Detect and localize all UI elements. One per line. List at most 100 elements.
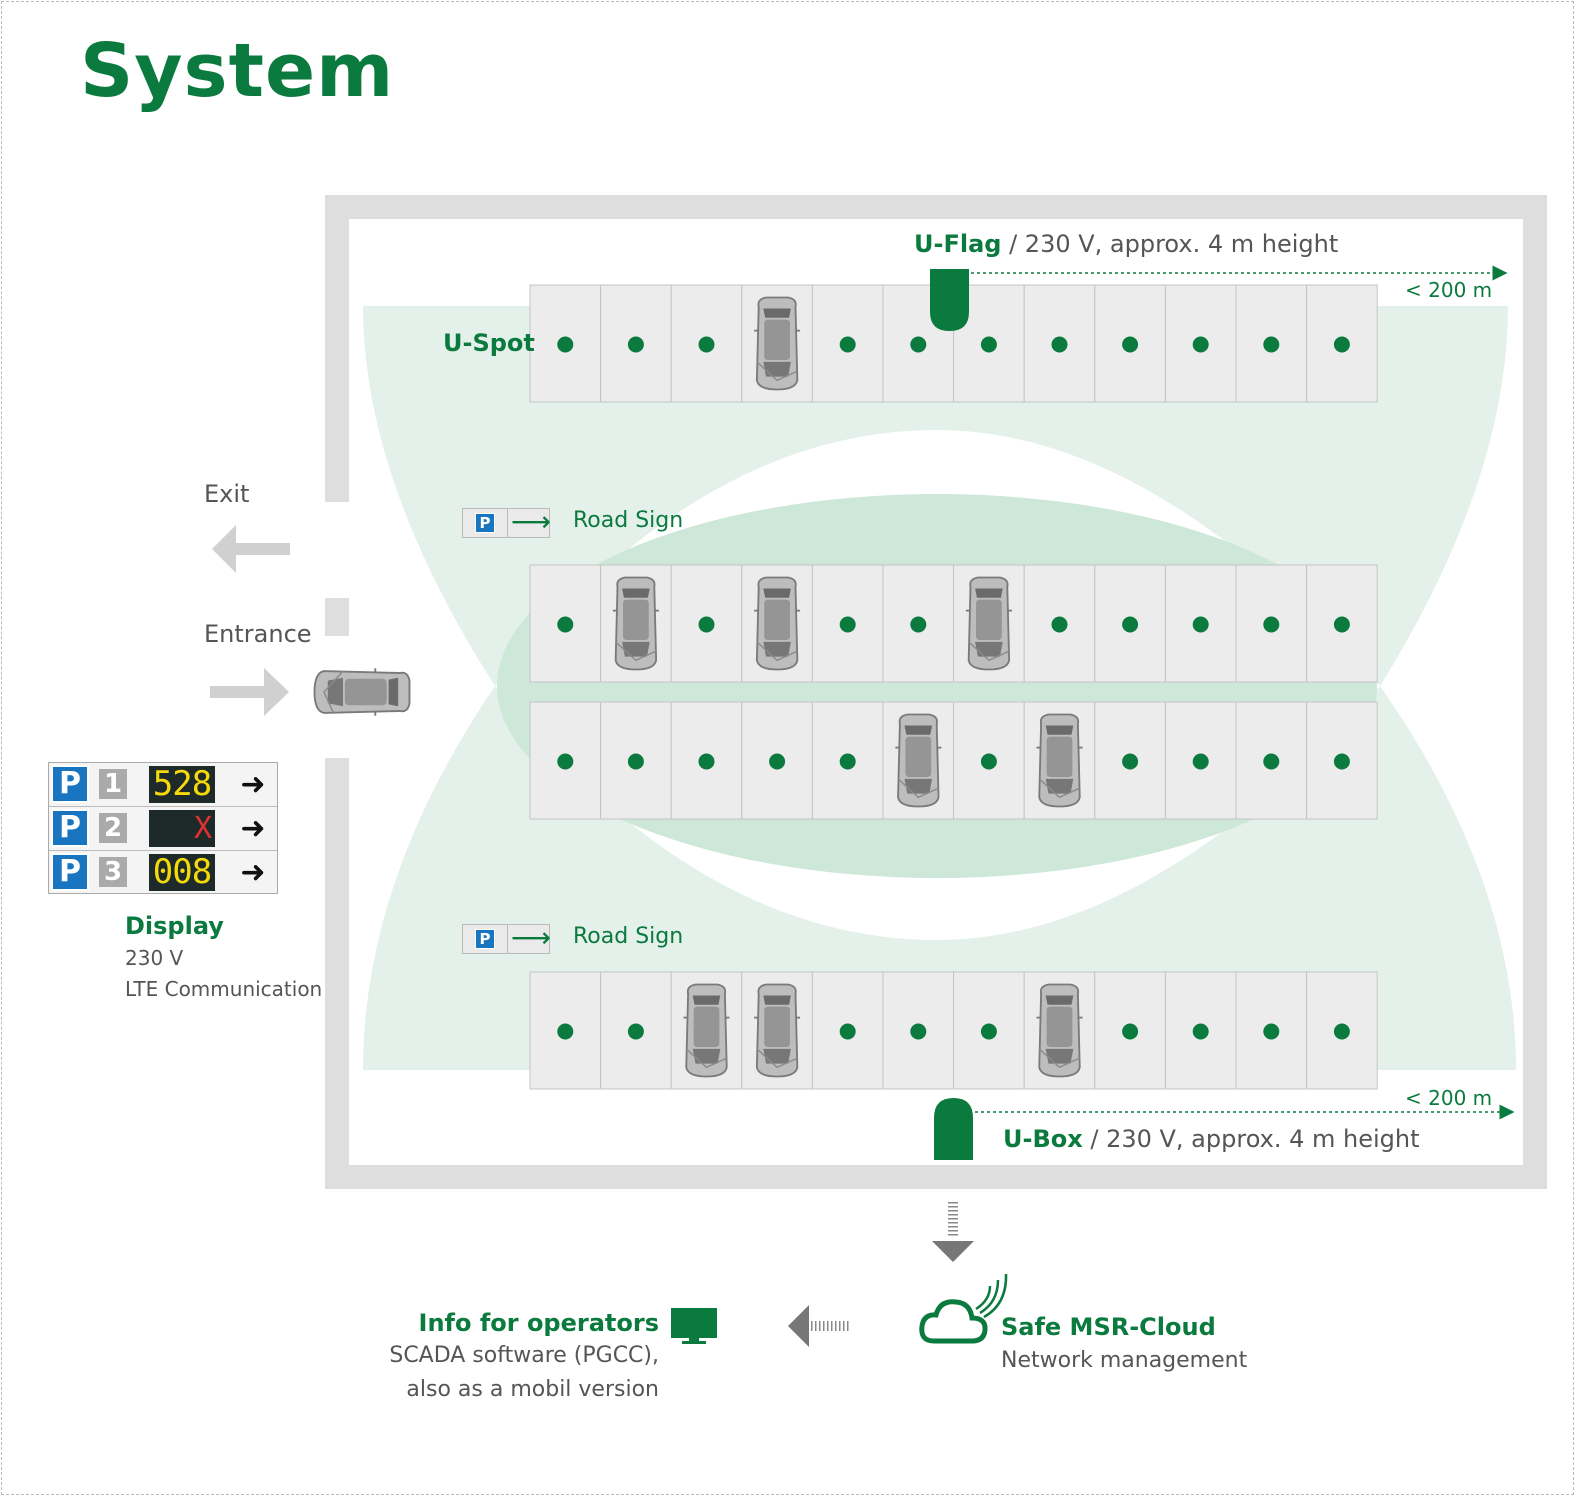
display-board: P 1 528 ➜ P 2 X ➜ P 3 008 ➜ bbox=[48, 762, 278, 894]
free-spot bbox=[1306, 284, 1378, 403]
u-spot-label: U-Spot bbox=[443, 329, 535, 357]
free-spot bbox=[741, 701, 813, 820]
u-spot-sensor bbox=[557, 1023, 574, 1040]
display-row-3: P 3 008 ➜ bbox=[49, 851, 277, 894]
occupied-spot bbox=[741, 971, 813, 1090]
u-spot-sensor bbox=[839, 753, 856, 770]
parked-car bbox=[753, 576, 802, 671]
free-spot bbox=[600, 284, 672, 403]
u-spot-sensor bbox=[1333, 753, 1350, 770]
free-spot bbox=[600, 971, 672, 1090]
cloud-name: Safe MSR-Cloud bbox=[1001, 1313, 1216, 1341]
occupied-spot bbox=[882, 701, 955, 820]
arrow-right-icon: ➜ bbox=[240, 855, 266, 890]
road-sign-bottom: P ⟶ bbox=[462, 922, 551, 954]
u-spot-sensor bbox=[1192, 753, 1209, 770]
u-spot-sensor bbox=[1051, 336, 1068, 353]
free-count: 008 bbox=[149, 854, 215, 891]
free-count: 528 bbox=[149, 766, 215, 803]
full-indicator: X bbox=[149, 810, 215, 847]
u-flag-spec: / 230 V, approx. 4 m height bbox=[1001, 230, 1339, 258]
occupied-spot bbox=[1023, 971, 1096, 1090]
arrow-right-icon: ➜ bbox=[240, 767, 266, 802]
display-name: Display bbox=[125, 912, 224, 940]
parking-p-icon: P bbox=[51, 765, 89, 803]
u-spot-sensor bbox=[769, 753, 786, 770]
u-spot-sensor bbox=[1192, 336, 1209, 353]
u-box-label: U-Box / 230 V, approx. 4 m height bbox=[1003, 1125, 1420, 1153]
u-spot-sensor bbox=[1263, 616, 1280, 633]
u-spot-sensor bbox=[839, 1023, 856, 1040]
u-spot-sensor bbox=[698, 616, 715, 633]
u-spot-sensor bbox=[910, 336, 927, 353]
u-spot-sensor bbox=[980, 1023, 997, 1040]
u-spot-sensor bbox=[910, 616, 927, 633]
occupied-spot bbox=[741, 284, 813, 403]
u-spot-sensor bbox=[980, 336, 997, 353]
parking-p-icon: P bbox=[51, 809, 89, 847]
parking-row-2 bbox=[529, 564, 1378, 683]
free-spot bbox=[1235, 284, 1308, 403]
u-spot-sensor bbox=[839, 336, 856, 353]
free-spot bbox=[529, 564, 602, 683]
u-spot-sensor bbox=[1263, 336, 1280, 353]
free-spot bbox=[1235, 564, 1308, 683]
entering-car bbox=[313, 667, 411, 717]
u-spot-sensor bbox=[1333, 336, 1350, 353]
display-row-1: P 1 528 ➜ bbox=[49, 763, 277, 807]
u-box-spec: / 230 V, approx. 4 m height bbox=[1082, 1125, 1420, 1153]
level-number: 1 bbox=[99, 769, 127, 799]
u-spot-sensor bbox=[698, 753, 715, 770]
free-spot bbox=[953, 701, 1025, 820]
parked-car bbox=[682, 983, 731, 1078]
free-spot bbox=[1094, 564, 1166, 683]
display-row-2: P 2 X ➜ bbox=[49, 807, 277, 851]
parking-row-3 bbox=[529, 701, 1378, 820]
u-spot-sensor bbox=[910, 1023, 927, 1040]
free-spot bbox=[1094, 284, 1166, 403]
free-spot bbox=[1164, 701, 1237, 820]
page-title: System bbox=[80, 28, 395, 114]
u-spot-sensor bbox=[1122, 336, 1139, 353]
parking-p-icon: P bbox=[51, 853, 89, 891]
free-spot bbox=[953, 971, 1025, 1090]
occupied-spot bbox=[953, 564, 1025, 683]
operators-line1: SCADA software (PGCC), bbox=[389, 1343, 659, 1368]
free-spot bbox=[811, 564, 884, 683]
free-spot bbox=[600, 701, 672, 820]
cloud-desc: Network management bbox=[1001, 1348, 1248, 1373]
parked-car bbox=[1035, 713, 1084, 808]
u-flag-label: U-Flag / 230 V, approx. 4 m height bbox=[914, 230, 1338, 258]
parked-car bbox=[753, 983, 802, 1078]
u-spot-sensor bbox=[1263, 1023, 1280, 1040]
operators-name: Info for operators bbox=[418, 1309, 659, 1337]
free-spot bbox=[882, 564, 955, 683]
entrance-label: Entrance bbox=[204, 620, 312, 648]
occupied-spot bbox=[1023, 701, 1096, 820]
cloud-signal-icon bbox=[919, 1273, 1008, 1344]
u-spot-sensor bbox=[557, 753, 574, 770]
free-spot bbox=[1094, 971, 1166, 1090]
u-spot-sensor bbox=[1192, 616, 1209, 633]
free-spot bbox=[529, 284, 602, 403]
u-spot-sensor bbox=[1122, 753, 1139, 770]
parked-car bbox=[611, 576, 660, 671]
u-spot-sensor bbox=[1122, 616, 1139, 633]
parked-car bbox=[1035, 983, 1084, 1078]
free-spot bbox=[1306, 971, 1378, 1090]
free-spot bbox=[1023, 564, 1096, 683]
free-spot bbox=[882, 971, 955, 1090]
free-spot bbox=[1235, 971, 1308, 1090]
road-sign-top-label: Road Sign bbox=[573, 508, 684, 533]
u-spot-sensor bbox=[1192, 1023, 1209, 1040]
parking-p-icon: P bbox=[475, 513, 495, 533]
free-spot bbox=[529, 701, 602, 820]
parking-row-4 bbox=[529, 971, 1378, 1090]
free-spot bbox=[811, 701, 884, 820]
u-spot-sensor bbox=[627, 1023, 644, 1040]
u-flag-marker bbox=[930, 269, 969, 331]
exit-gap bbox=[322, 502, 352, 598]
operators-line2: also as a mobil version bbox=[406, 1377, 659, 1402]
